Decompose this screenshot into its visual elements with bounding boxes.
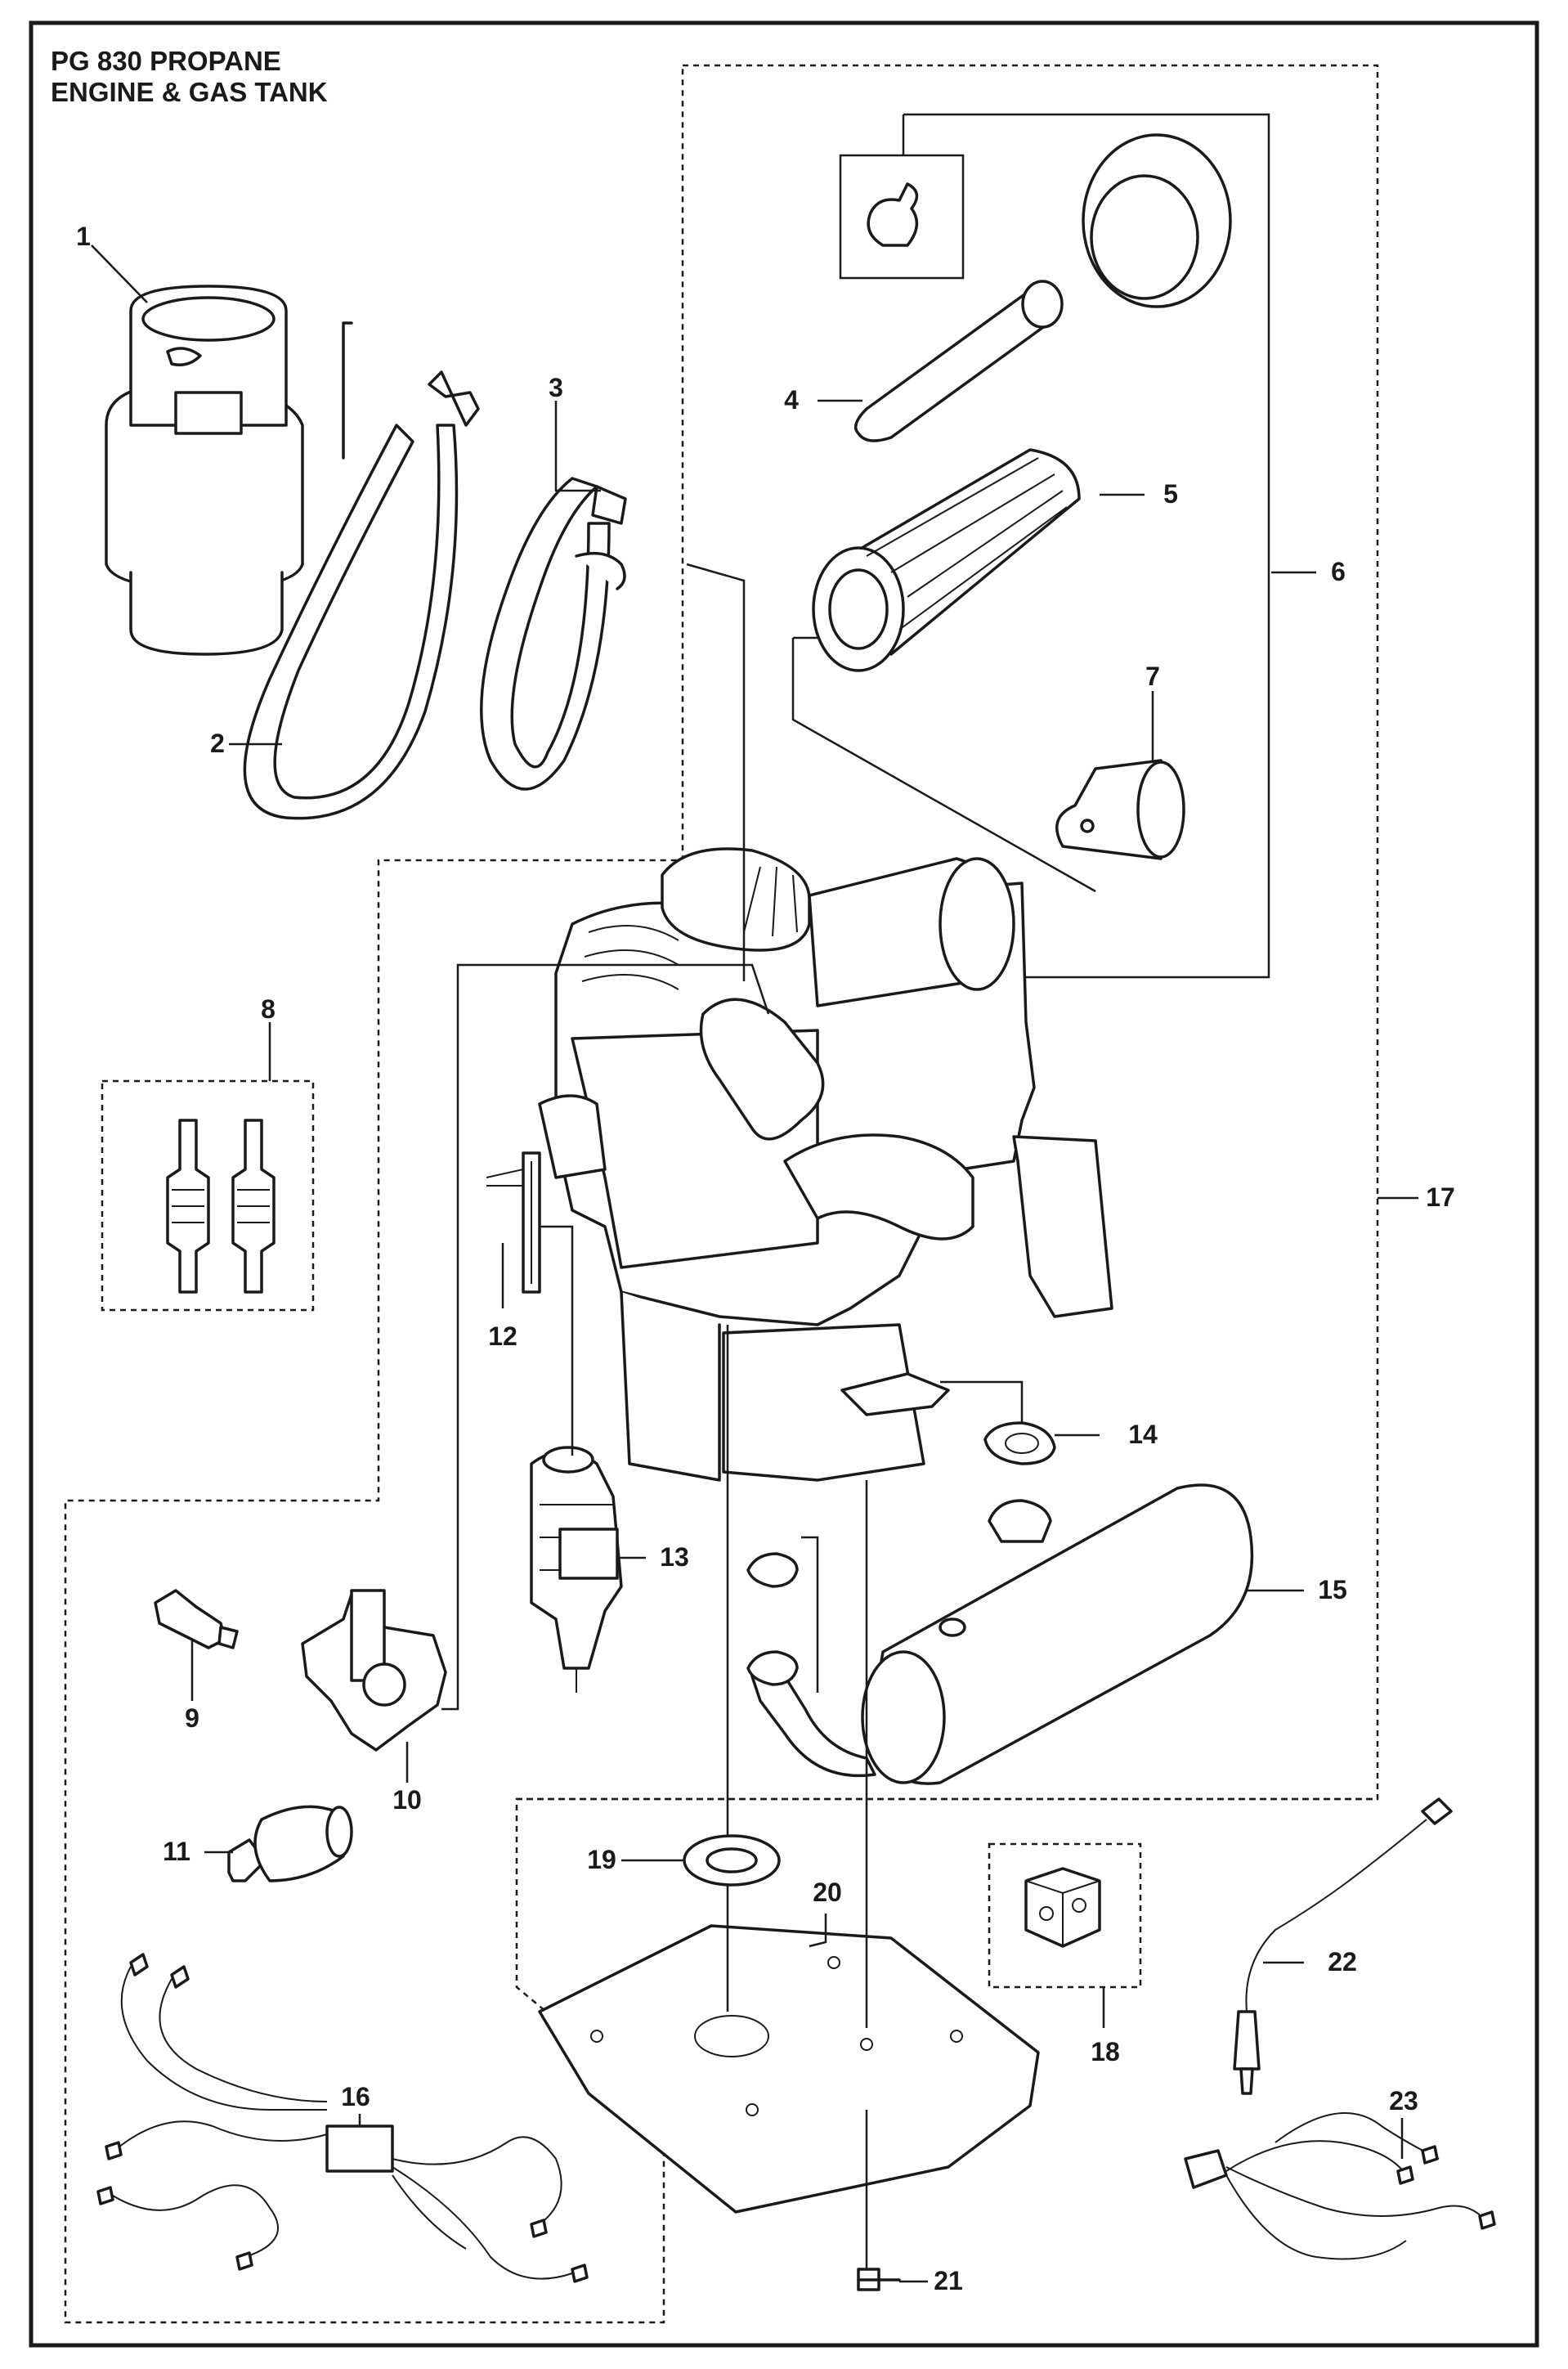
callout-22: 22: [1328, 1947, 1357, 1976]
callout-16: 16: [341, 2082, 370, 2111]
callout-10: 10: [392, 1785, 422, 1815]
wiring-harness-16: [96, 1953, 589, 2283]
oxygen-sensor: [1233, 1797, 1453, 2095]
diagram-title-line1: PG 830 PROPANE: [51, 46, 281, 76]
leader-lines: [91, 245, 1418, 2283]
callout-13: 13: [660, 1542, 689, 1572]
callout-7: 7: [1145, 662, 1160, 691]
callout-8: 8: [261, 994, 276, 1024]
engine-assembly-group-outline: [64, 64, 1379, 2324]
spacer-block: [1024, 1867, 1101, 1948]
callout-17: 17: [1426, 1182, 1455, 1212]
starter-motor: [530, 1446, 623, 1693]
callout-9: 9: [185, 1703, 199, 1733]
exhaust-gasket: [983, 1421, 1056, 1465]
engine: [538, 847, 1113, 1482]
wiring-harness-23: [1184, 2112, 1496, 2260]
callout-labels: 1 2 3 4 5 6 7 8 9 10 11 12 13 14 15 16 1…: [76, 222, 1455, 2295]
air-filter-element: [812, 448, 1081, 672]
fuel-line: [480, 477, 627, 791]
propane-hose: [243, 321, 480, 820]
muffler: [746, 1483, 1254, 1785]
callout-15: 15: [1318, 1575, 1347, 1604]
callout-1: 1: [76, 222, 91, 251]
pre-filter: [1055, 759, 1185, 860]
washer: [683, 1834, 781, 1887]
bolt: [857, 2268, 901, 2291]
callout-6: 6: [1331, 557, 1346, 586]
spacer-block-box: [988, 1842, 1142, 1989]
fuel-regulator: [301, 1589, 447, 1752]
propane-tank: [105, 285, 304, 656]
callout-3: 3: [549, 373, 563, 402]
callout-18: 18: [1091, 2037, 1120, 2066]
callout-5: 5: [1163, 479, 1178, 509]
pressure-switch: [227, 1805, 353, 1882]
callout-12: 12: [488, 1321, 517, 1351]
callout-19: 19: [587, 1845, 616, 1874]
callout-20: 20: [813, 1878, 842, 1907]
callout-21: 21: [934, 2266, 963, 2295]
spark-plugs: [166, 1119, 276, 1294]
spark-plug-kit-box: [101, 1079, 315, 1312]
knob-inset-box: [839, 154, 965, 280]
callout-4: 4: [784, 385, 799, 415]
mounting-plate: [538, 1924, 1040, 2214]
diagram-title-line2: ENGINE & GAS TANK: [51, 77, 328, 107]
callout-11: 11: [163, 1837, 190, 1866]
terminal-bracket: [486, 1151, 541, 1294]
diagram-frame: [29, 20, 1539, 2348]
air-filter-cover-and-tube: [853, 133, 1232, 442]
callout-14: 14: [1128, 1420, 1158, 1449]
oil-pressure-sensor: [154, 1589, 239, 1649]
callout-23: 23: [1389, 2086, 1418, 2115]
callout-2: 2: [210, 729, 225, 758]
